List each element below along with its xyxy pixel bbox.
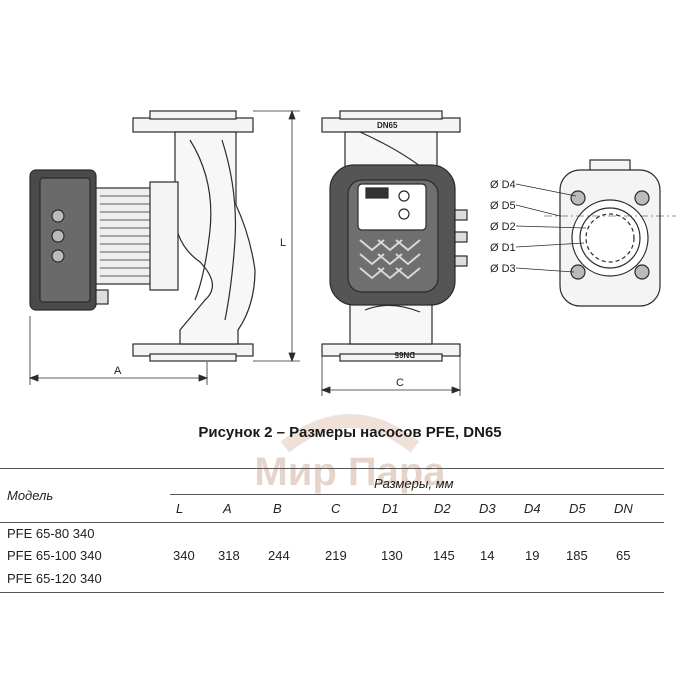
table-bottom-rule	[0, 592, 664, 593]
label-d1: Ø D1	[490, 242, 516, 254]
value-cell: 318	[218, 548, 240, 563]
figure-caption: Рисунок 2 – Размеры насосов PFE, DN65	[198, 424, 502, 441]
dim-l	[253, 109, 300, 363]
value-cell: 145	[433, 548, 455, 563]
value-cell: 130	[381, 548, 403, 563]
value-cell: 65	[616, 548, 631, 563]
col-header: D5	[569, 501, 586, 516]
dim-a	[28, 316, 209, 385]
model-header: Модель	[7, 488, 54, 503]
label-l: L	[280, 237, 286, 249]
col-header: D2	[434, 501, 451, 516]
label-d4: Ø D4	[490, 179, 516, 191]
side-view	[29, 110, 256, 362]
model-name: PFE 65-100 340	[7, 548, 102, 563]
value-cell: 219	[325, 548, 347, 563]
label-a: A	[114, 365, 122, 377]
dims-header: Размеры, мм	[374, 476, 454, 491]
label-dn-bottom: DN65	[394, 350, 415, 359]
pump-drawing: A L C DN65 DN65 Ø D4 Ø D5 Ø D2 Ø D1 Ø D3	[28, 109, 676, 396]
flange-view	[515, 159, 676, 307]
col-header: DN	[614, 501, 633, 516]
col-header: A	[223, 501, 232, 516]
col-header: D4	[524, 501, 541, 516]
front-view	[321, 110, 468, 362]
col-header: B	[273, 501, 282, 516]
label-dn-top: DN65	[377, 121, 398, 130]
model-name: PFE 65-120 340	[7, 571, 102, 586]
model-name: PFE 65-80 340	[7, 526, 95, 541]
value-cell: 14	[480, 548, 495, 563]
label-d5: Ø D5	[490, 200, 516, 212]
value-cell: 19	[525, 548, 540, 563]
label-d3: Ø D3	[490, 263, 516, 275]
col-header: D3	[479, 501, 496, 516]
dim-c	[320, 356, 462, 396]
value-cell: 244	[268, 548, 290, 563]
table-header-rule	[170, 494, 664, 495]
table-top-rule	[0, 468, 664, 469]
label-c: C	[396, 377, 404, 389]
col-header: L	[176, 501, 184, 516]
col-header: D1	[382, 501, 399, 516]
label-d2: Ø D2	[490, 221, 516, 233]
col-header: C	[331, 501, 341, 516]
table-columns-rule	[0, 522, 664, 523]
value-cell: 185	[566, 548, 588, 563]
value-cell: 340	[173, 548, 195, 563]
